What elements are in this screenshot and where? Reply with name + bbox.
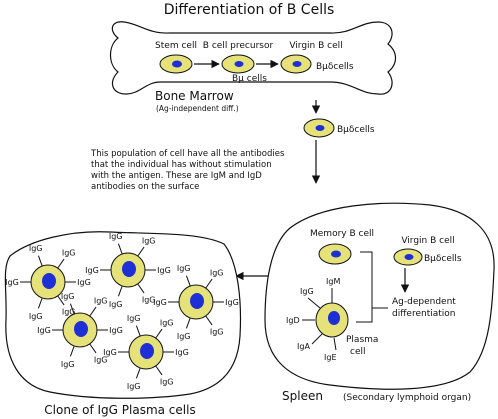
population-description: This population of cell have all the ant… bbox=[90, 149, 285, 192]
spleen-igg-label: IgG bbox=[300, 287, 314, 296]
igg-antibody-label: IgG bbox=[85, 266, 99, 275]
spleen-virgin-b-cell bbox=[393, 248, 423, 266]
svg-text:that the individual has withou: that the individual has without stimulat… bbox=[91, 160, 272, 170]
diagram-title: Differentiation of B Cells bbox=[164, 2, 335, 18]
b-precursor-sub-label: Bμ cells bbox=[232, 74, 267, 84]
igd-label: IgD bbox=[286, 316, 300, 325]
igg-antibody-label: IgG bbox=[225, 298, 239, 307]
svg-text:with the antigen. These are I: with the antigen. These are IgM and IgD bbox=[91, 171, 262, 181]
igg-antibody-label: IgG bbox=[175, 348, 189, 357]
virgin-b-cell-label: Virgin B cell bbox=[289, 41, 342, 51]
spleen-virgin-sub-label: Bμδcells bbox=[424, 254, 462, 264]
igm-label: IgM bbox=[326, 277, 340, 286]
igg-antibody-label: IgG bbox=[142, 295, 156, 304]
igg-antibody-label: IgG bbox=[103, 348, 117, 357]
igg-antibody-label: IgG bbox=[61, 292, 75, 301]
spleen-virgin-label: Virgin B cell bbox=[401, 236, 454, 246]
igg-antibody-label: IgG bbox=[62, 249, 76, 258]
igg-antibody-label: IgG bbox=[109, 232, 123, 241]
igg-antibody-label: IgG bbox=[160, 319, 174, 328]
igg-antibody-label: IgG bbox=[142, 237, 156, 246]
spleen-label: Spleen bbox=[282, 389, 323, 403]
igg-antibody-label: IgG bbox=[127, 382, 141, 391]
igg-antibody-label: IgG bbox=[62, 307, 76, 316]
svg-text:antibodies on the surface: antibodies on the surface bbox=[91, 182, 199, 192]
plasma-cell-label-2: cell bbox=[350, 347, 366, 357]
circulating-b-cell bbox=[303, 118, 335, 138]
igg-antibody-label: IgG bbox=[210, 327, 224, 336]
igg-antibody-label: IgG bbox=[37, 326, 51, 335]
bone-marrow-outline bbox=[109, 21, 397, 95]
igg-antibody-label: IgG bbox=[29, 244, 43, 253]
memory-b-cell bbox=[318, 243, 352, 265]
igg-antibody-label: IgG bbox=[177, 332, 191, 341]
igg-antibody-label: IgG bbox=[153, 298, 167, 307]
spleen-note: (Secondary lymphoid organ) bbox=[343, 393, 471, 403]
spleen-outline bbox=[264, 202, 495, 390]
b-cell-precursor bbox=[221, 54, 255, 74]
stem-cell-label: Stem cell bbox=[155, 41, 197, 51]
virgin-sub-label: Bμδcells bbox=[316, 62, 354, 72]
igg-antibody-label: IgG bbox=[109, 326, 123, 335]
differentiation-label: differentiation bbox=[392, 309, 455, 319]
bone-marrow-note: (Ag-independent diff.) bbox=[156, 104, 239, 113]
igg-antibody-label: IgG bbox=[61, 360, 75, 369]
ige-label: IgE bbox=[324, 353, 337, 362]
igg-antibody-label: IgG bbox=[127, 314, 141, 323]
plasma-cell-label-1: Plasma bbox=[346, 335, 378, 345]
stem-cell bbox=[159, 54, 193, 74]
svg-text:This population of cell have a: This population of cell have all the ant… bbox=[90, 149, 285, 159]
bone-marrow-label: Bone Marrow bbox=[155, 89, 234, 103]
memory-b-cell-label: Memory B cell bbox=[310, 229, 374, 239]
clone-outline bbox=[4, 231, 242, 399]
circulating-b-cell-label: Bμδcells bbox=[337, 125, 375, 135]
igg-antibody-label: IgG bbox=[94, 355, 108, 364]
clone-caption: Clone of IgG Plasma cells bbox=[44, 403, 195, 417]
igg-antibody-label: IgG bbox=[29, 312, 43, 321]
igg-antibody-label: IgG bbox=[94, 297, 108, 306]
igg-antibody-label: IgG bbox=[157, 266, 171, 275]
igg-antibody-label: IgG bbox=[177, 264, 191, 273]
b-precursor-label: B cell precursor bbox=[203, 41, 274, 51]
igg-antibody-label: IgG bbox=[210, 269, 224, 278]
differentiation-bracket bbox=[356, 251, 388, 323]
spleen-plasma-cell bbox=[302, 288, 349, 351]
iga-label: IgA bbox=[297, 342, 310, 351]
igg-antibody-label: IgG bbox=[77, 278, 91, 287]
igg-antibody-label: IgG bbox=[109, 300, 123, 309]
igg-antibody-label: IgG bbox=[160, 377, 174, 386]
igg-antibody-label: IgG bbox=[5, 278, 19, 287]
ag-dependent-label: Ag-dependent bbox=[392, 297, 456, 307]
virgin-b-cell-marrow bbox=[280, 54, 312, 74]
